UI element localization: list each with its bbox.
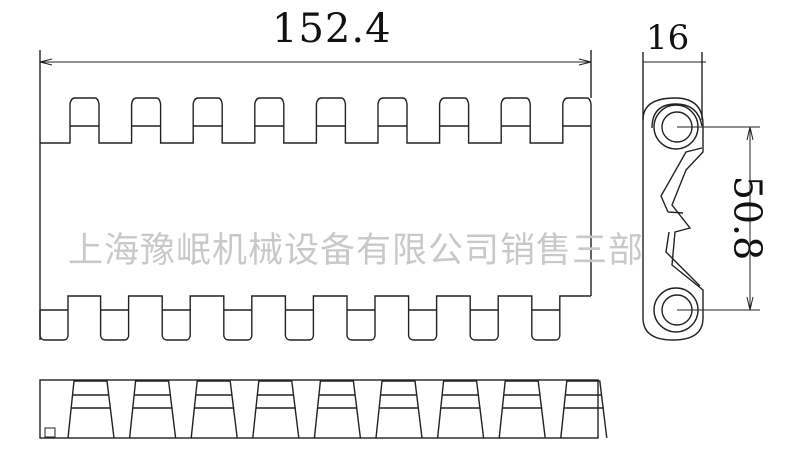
end-view-segment bbox=[375, 380, 423, 439]
pitch-arrow-top bbox=[746, 126, 754, 141]
watermark: 上海豫岷机械设备有限公司销售三部 bbox=[68, 231, 645, 271]
side-view bbox=[642, 52, 760, 341]
end-view-segment bbox=[252, 380, 300, 439]
end-view-segment bbox=[498, 380, 546, 439]
side-link-inner bbox=[651, 103, 703, 287]
end-view-segment bbox=[128, 380, 177, 439]
end-view bbox=[39, 379, 608, 439]
plan-view bbox=[39, 50, 592, 341]
width-arrow-right bbox=[578, 58, 592, 66]
end-view-segment bbox=[67, 380, 115, 439]
thickness-dimension-label: 16 bbox=[646, 18, 690, 58]
width-arrow-left bbox=[39, 58, 53, 66]
end-view-marker bbox=[44, 427, 56, 438]
belt-top-outline bbox=[39, 97, 592, 340]
belt-bottom-outline bbox=[39, 295, 591, 341]
pitch-dimension-label: 50.8 bbox=[725, 175, 770, 261]
end-view-segment bbox=[313, 380, 362, 439]
end-view-segment bbox=[436, 380, 485, 439]
width-dimension-label: 152.4 bbox=[272, 6, 392, 52]
end-view-segment bbox=[190, 380, 238, 439]
side-link-outline bbox=[642, 97, 704, 341]
end-view-outline bbox=[39, 379, 599, 439]
pitch-arrow-bottom bbox=[746, 296, 754, 311]
end-view-segment bbox=[560, 380, 608, 439]
